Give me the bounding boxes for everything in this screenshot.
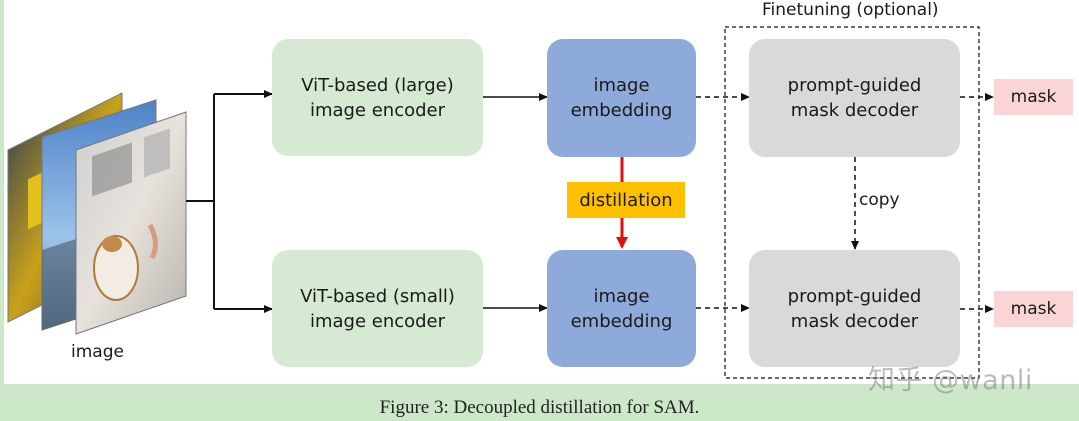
input-splitter [186,94,215,309]
decoder-box-top: prompt-guided mask decoder [749,39,960,157]
decoder-box-bottom: prompt-guided mask decoder [749,250,960,367]
small-encoder-box: ViT-based (small) image encoder [272,250,483,367]
finetuning-label: Finetuning (optional) [762,0,939,20]
mask-output-top: mask [994,79,1073,115]
large-encoder-box: ViT-based (large) image encoder [272,39,483,156]
copy-label: copy [859,190,900,210]
image-layer-front [75,111,187,335]
watermark: 知乎 @wanli [868,365,1033,396]
mask-output-bottom: mask [994,291,1073,327]
embedding-box-bottom: image embedding [547,250,696,367]
distillation-label: distillation [567,182,685,218]
embedding-box-top: image embedding [547,39,696,157]
figure-caption: Figure 3: Decoupled distillation for SAM… [379,397,700,418]
input-image-label: image [71,342,124,362]
finetuning-region [724,26,980,379]
